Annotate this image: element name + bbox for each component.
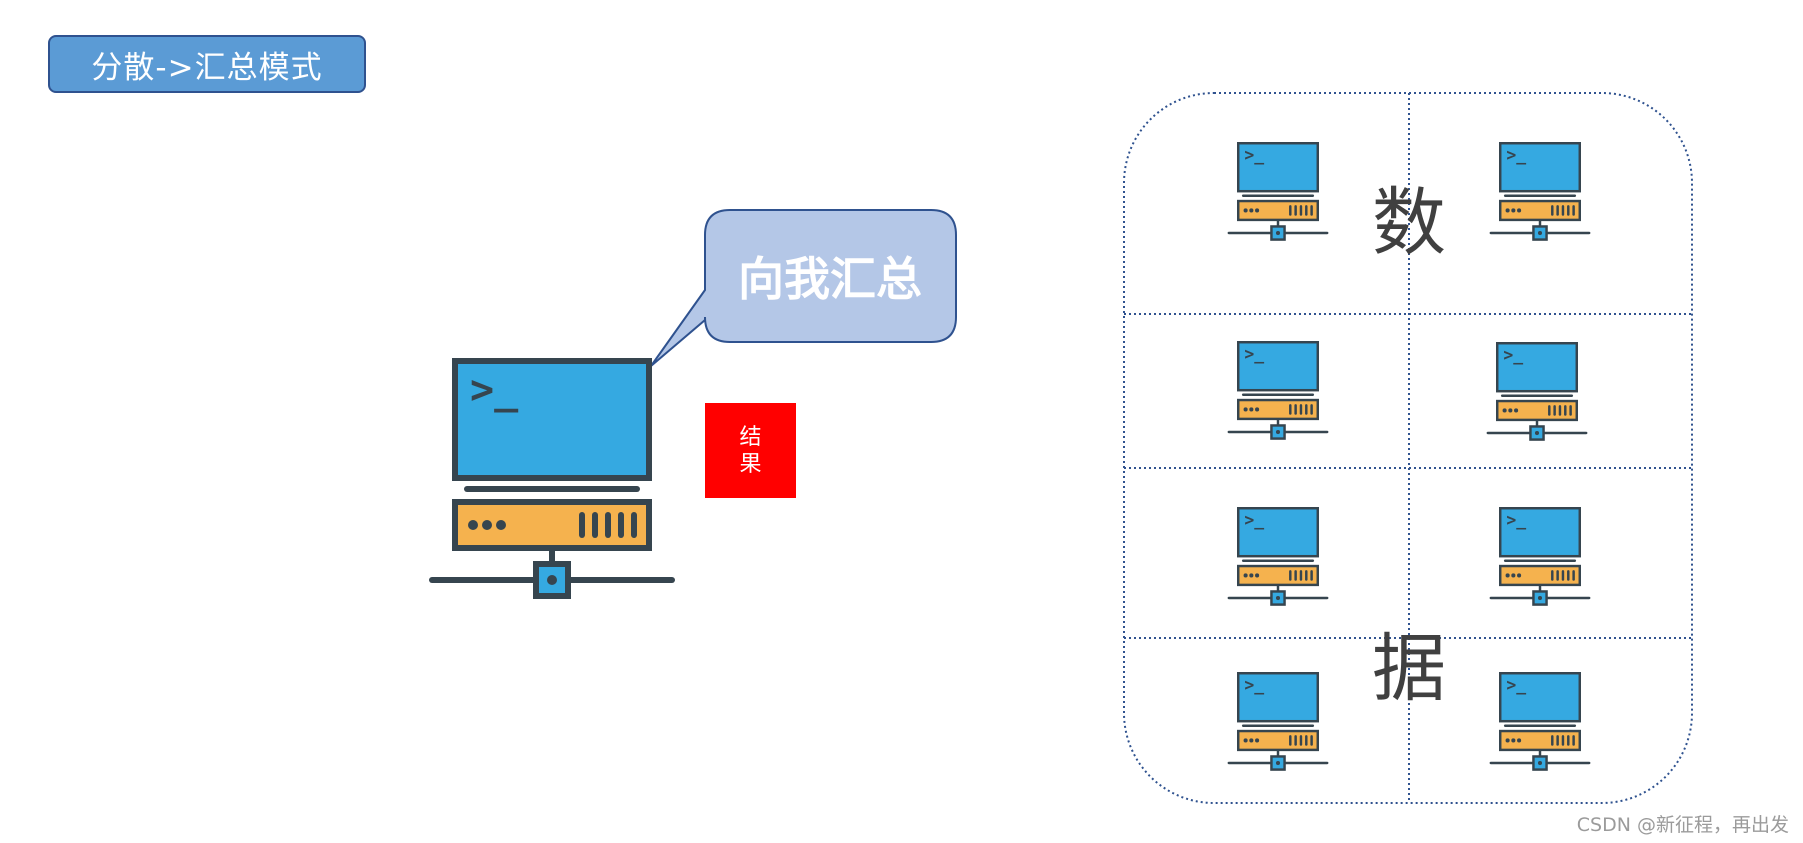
aggregator-computer-icon (432, 361, 672, 596)
data-grid (1124, 93, 1692, 803)
mode-title-badge: 分散->汇总模式 (48, 35, 366, 93)
result-label: 结果 (739, 424, 762, 477)
data-node-computer-icon (1227, 671, 1329, 771)
data-char-top: 数 (1372, 180, 1446, 266)
speech-bubble (650, 209, 957, 367)
mode-title: 分散->汇总模式 (91, 49, 323, 86)
speech-bubble-text: 向我汇总 (738, 252, 922, 306)
data-char-bottom: 据 (1372, 626, 1446, 712)
data-node-computer-icon (1489, 141, 1591, 241)
data-node-computer-icon (1489, 671, 1591, 771)
watermark: CSDN @新征程，再出发 (1576, 814, 1789, 836)
data-node-computer-icon (1227, 141, 1329, 241)
data-node-computer-icon (1227, 507, 1329, 606)
data-node-computer-icon (1489, 507, 1591, 606)
data-node-computer-icon (1227, 341, 1329, 440)
result-box: 结果 (705, 403, 796, 498)
data-node-computer-icon (1486, 342, 1588, 441)
